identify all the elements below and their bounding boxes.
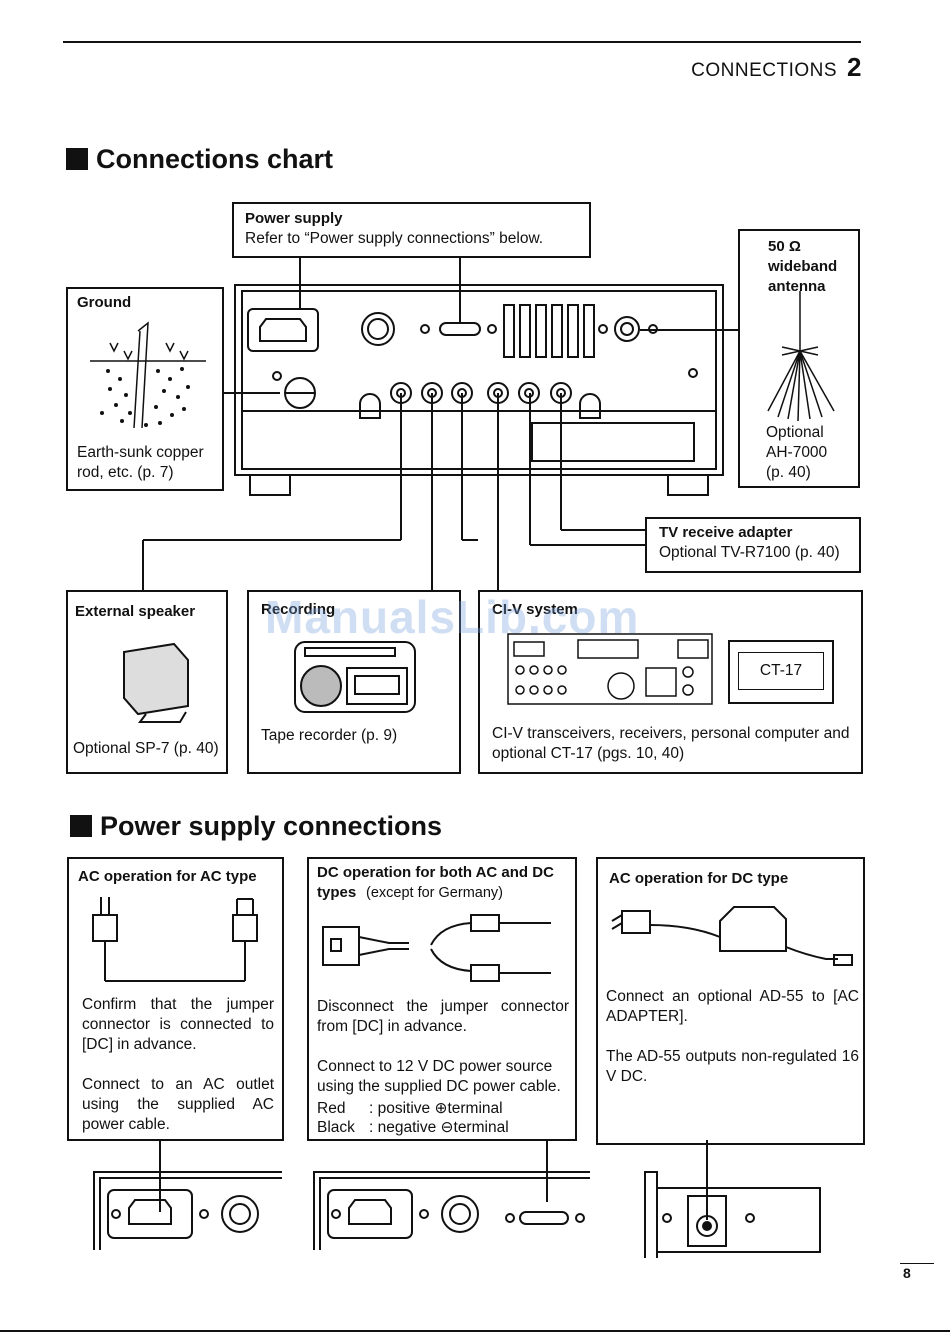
ground-rod-icon xyxy=(90,321,206,429)
ac-adapter-icon xyxy=(611,906,853,966)
antenna-title-line1: 50 Ω xyxy=(768,238,801,255)
ground-text: Earth-sunk copper rod, etc. (p. 7) xyxy=(77,444,204,481)
external-speaker-title: External speaker xyxy=(75,603,196,620)
ac-for-dc-title: AC operation for DC type xyxy=(609,870,789,887)
ac-for-ac-text2: Connect to an AC outlet using the suppli… xyxy=(82,1076,274,1133)
ct17-label: CT-17 xyxy=(738,652,824,690)
tape-recorder-icon xyxy=(294,641,416,713)
ac-for-dc-box: AC operation for DC type Connect an opti… xyxy=(596,857,865,1145)
ac-cable-icon xyxy=(92,897,258,982)
ground-title: Ground xyxy=(77,294,132,311)
tv-adapter-box: TV receive adapter Optional TV-R7100 (p.… xyxy=(645,517,861,573)
ac-for-ac-text1: Confirm that the jumper connector is con… xyxy=(82,996,274,1053)
power-supply-text: Refer to “Power supply connections” belo… xyxy=(245,230,544,247)
chapter-number: 2 xyxy=(847,52,862,82)
antenna-box: 50 Ω wideband antenna Optional AH-7000 (… xyxy=(738,229,860,488)
watermark: ManualsLib.com xyxy=(265,591,640,643)
external-speaker-box: External speaker Optional SP-7 (p. 40) xyxy=(66,590,228,774)
ac-for-ac-box: AC operation for AC type Confirm that th… xyxy=(67,857,284,1141)
antenna-title-line2: wideband xyxy=(768,258,838,275)
antenna-text: Optional AH-7000 (p. 40) xyxy=(766,424,828,481)
page-number-rule xyxy=(900,1263,934,1264)
discone-antenna-icon xyxy=(767,291,835,422)
dc-both-subtitle: (except for Germany) xyxy=(366,885,503,901)
civ-system-text: CI-V transceivers, receivers, personal c… xyxy=(492,725,850,762)
section-title-power-supply: Power supply connections xyxy=(70,811,442,842)
civ-system-title: CI-V system xyxy=(492,601,578,618)
receiver-icon xyxy=(507,633,713,705)
dc-both-text1: Disconnect the jumper connector from [DC… xyxy=(317,998,569,1035)
dc-both-black-line: Black: negative ⊖terminal xyxy=(317,1119,509,1136)
external-speaker-text: Optional SP-7 (p. 40) xyxy=(73,740,219,757)
power-supply-box: Power supply Refer to “Power supply conn… xyxy=(232,202,591,258)
section-title-connections-chart: Connections chart xyxy=(66,144,333,175)
header-rule xyxy=(63,41,861,43)
recording-text: Tape recorder (p. 9) xyxy=(261,727,398,744)
speaker-icon xyxy=(123,642,189,723)
section-marker-icon xyxy=(66,148,88,170)
rear-panel-details xyxy=(93,1140,821,1258)
chapter-heading: CONNECTIONS 2 xyxy=(691,52,862,83)
chapter-title: CONNECTIONS xyxy=(691,60,838,81)
section-marker-icon xyxy=(70,815,92,837)
ac-for-dc-text1: Connect an optional AD-55 to [AC ADAPTER… xyxy=(606,988,859,1025)
ac-for-dc-text2: The AD-55 outputs non-regulated 16 V DC. xyxy=(606,1048,859,1085)
ct17-device: CT-17 xyxy=(728,640,834,704)
dc-both-text2: Connect to 12 V DC power source using th… xyxy=(317,1058,561,1095)
antenna-title-line3: antenna xyxy=(768,278,826,295)
ac-for-ac-title: AC operation for AC type xyxy=(78,868,257,885)
dc-cable-icon xyxy=(322,914,551,982)
dc-both-title: DC operation for both AC and DC types xyxy=(317,864,554,901)
tv-adapter-text: Optional TV-R7100 (p. 40) xyxy=(659,544,840,561)
tv-adapter-title: TV receive adapter xyxy=(659,524,793,541)
dc-both-red-line: Red: positive ⊕terminal xyxy=(317,1100,503,1117)
footer-rule xyxy=(0,1330,950,1332)
ground-box: Ground Earth-sunk copper rod, etc. (p. 7… xyxy=(66,287,224,491)
power-supply-title: Power supply xyxy=(245,210,343,227)
recording-title: Recording xyxy=(261,601,336,618)
rear-panel-illustration xyxy=(234,284,724,496)
recording-box: Recording Tape recorder (p. 9) xyxy=(247,590,461,774)
dc-both-box: DC operation for both AC and DC types (e… xyxy=(307,857,577,1141)
civ-system-box: CI-V system CT-17 CI-V transceivers, rec… xyxy=(478,590,863,774)
page-number: 8 xyxy=(903,1265,911,1281)
